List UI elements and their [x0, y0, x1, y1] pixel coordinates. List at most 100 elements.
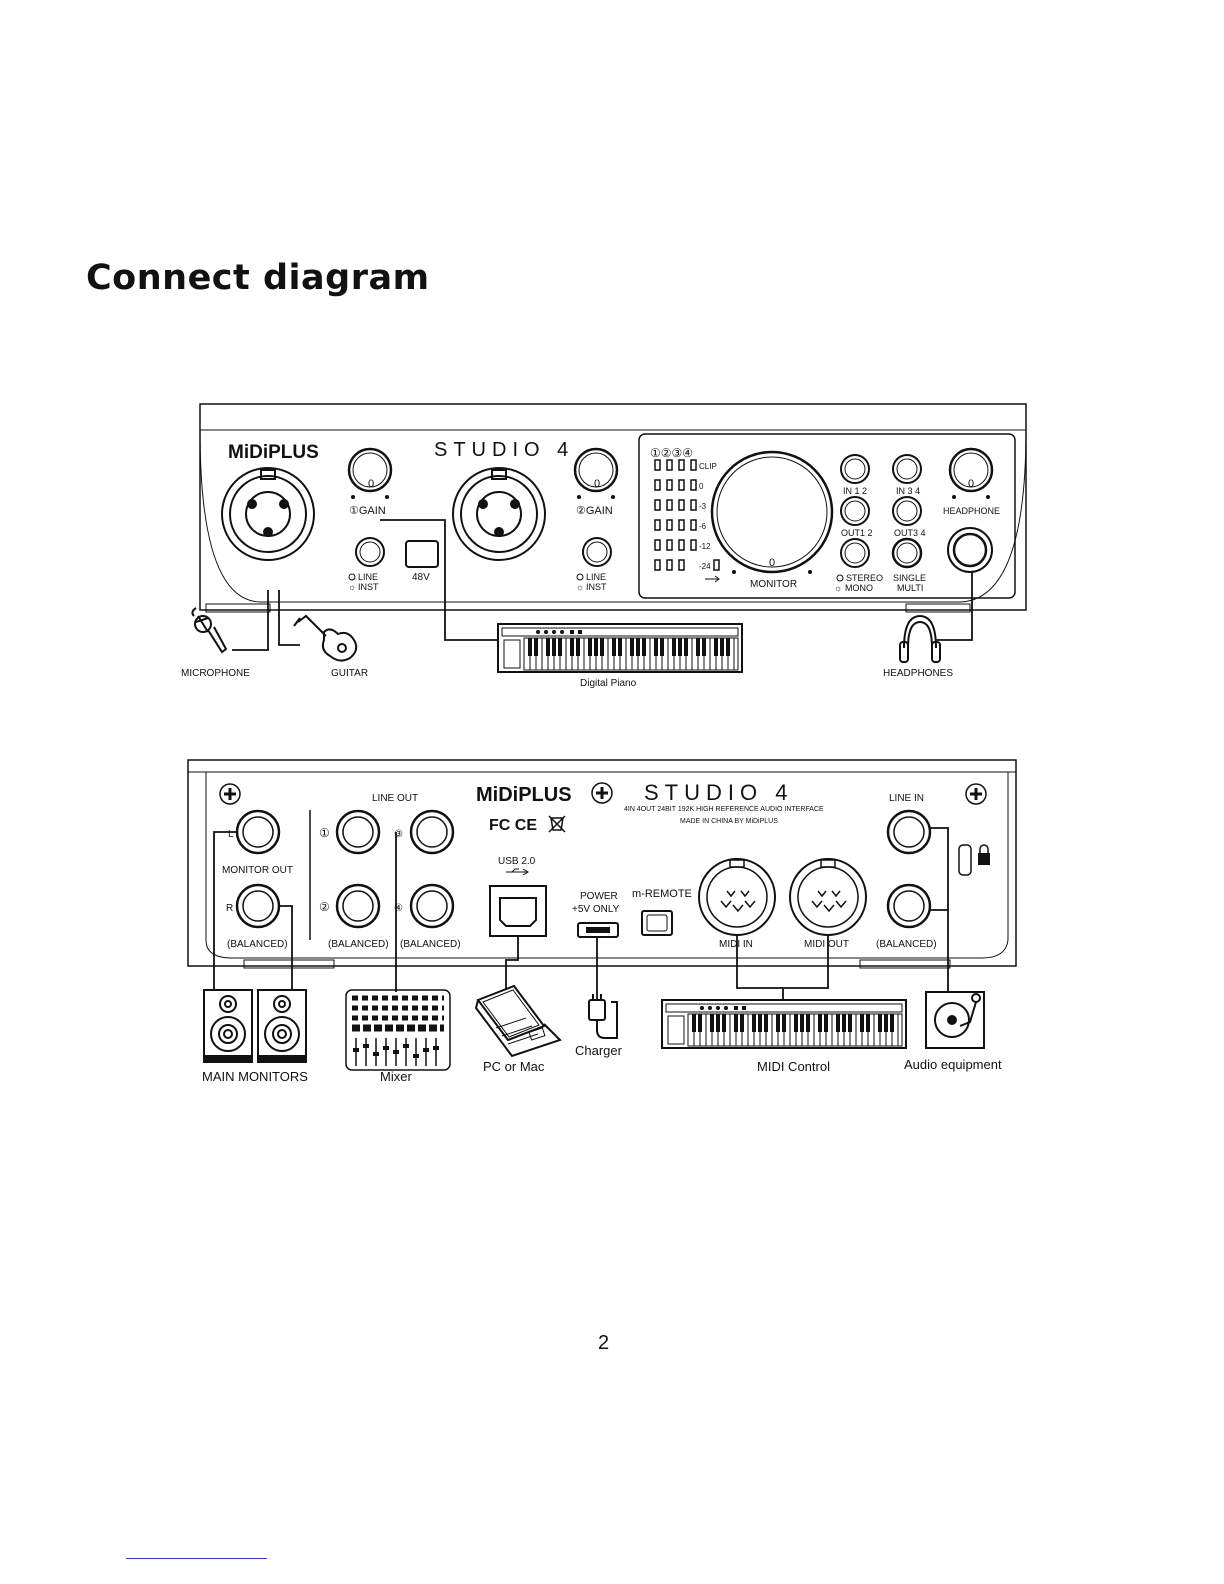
certification-marks: FC CE [489, 817, 537, 834]
line-out-ch1-label: ① [319, 826, 330, 840]
headphones-label: HEADPHONES [883, 668, 953, 679]
spec-line: 4IN 4OUT 24BIT 192K HIGH REFERENCE AUDIO… [624, 806, 824, 813]
single-label: SINGLE [893, 573, 926, 583]
out34-button[interactable] [892, 496, 922, 526]
monitor-r-label: R [226, 903, 233, 914]
product-name-rear: STUDIO 4 [644, 780, 793, 805]
stereo-led-icon [836, 574, 844, 582]
line-out-4-jack[interactable] [409, 883, 455, 929]
in12-button[interactable] [840, 454, 870, 484]
monitor-knob-value: 0 [769, 557, 775, 569]
gain-label-2: ②GAIN [576, 505, 613, 517]
combo-input-1[interactable] [221, 467, 315, 561]
power-sub-label: +5V ONLY [572, 904, 620, 915]
headphones-icon [899, 614, 941, 663]
usb-label: USB 2.0 [498, 856, 536, 867]
headphone-jack[interactable] [947, 527, 993, 573]
monitor-label: MONITOR [750, 579, 797, 590]
line-label-2: LINE [586, 572, 606, 582]
speaker-right-icon [257, 989, 307, 1063]
microphone-label: MICROPHONE [181, 668, 250, 679]
gain-label-1: ①GAIN [349, 505, 386, 517]
midi-control-label: MIDI Control [757, 1059, 830, 1074]
monitor-out-l-jack[interactable] [235, 809, 281, 855]
mono-label: MONO [845, 583, 873, 593]
in34-label: IN 3 4 [896, 486, 920, 496]
mixer-icon [345, 989, 451, 1071]
screw-icon [591, 782, 613, 804]
line-in-1-jack[interactable] [886, 809, 932, 855]
inst-label-1: INST [358, 582, 379, 592]
meter-label-6: -6 [699, 522, 707, 531]
line-in-label: LINE IN [889, 793, 924, 804]
single-multi-button[interactable] [891, 537, 923, 569]
line-out-ch2-label: ② [319, 900, 330, 914]
out12-button[interactable] [840, 496, 870, 526]
balanced-label-in: (BALANCED) [876, 939, 937, 950]
charger-label: Charger [575, 1043, 623, 1058]
usb-port[interactable] [489, 885, 547, 937]
mixer-label: Mixer [380, 1069, 412, 1084]
midi-in-port[interactable] [698, 858, 776, 936]
line-inst-button-2[interactable] [582, 537, 612, 567]
line-inst-button-1[interactable] [355, 537, 385, 567]
page-title: Connect diagram [86, 258, 430, 298]
midi-out-port[interactable] [789, 858, 867, 936]
gain-knob-1[interactable] [347, 447, 393, 501]
line-in-2-jack[interactable] [886, 883, 932, 929]
channel-numbers: ①②③④ [650, 446, 693, 460]
monitor-l-label: L [228, 829, 234, 840]
line-label-1: LINE [358, 572, 378, 582]
line-out-label: LINE OUT [372, 793, 418, 804]
meter-label-24: -24 [699, 562, 711, 571]
headphone-knob[interactable] [948, 447, 994, 501]
phantom-48v-button[interactable] [405, 540, 439, 568]
line-out-ch3-label: ③ [394, 829, 403, 840]
line-led-icon-2 [576, 573, 584, 581]
screw-icon [965, 783, 987, 805]
audio-equipment-label: Audio equipment [904, 1057, 1002, 1072]
meter-label-12: -12 [699, 542, 711, 551]
gain-knob-2[interactable] [573, 447, 619, 501]
power-label: POWER [580, 891, 618, 902]
line-out-3-jack[interactable] [409, 809, 455, 855]
m-remote-label: m-REMOTE [632, 888, 692, 900]
laptop-icon [474, 984, 562, 1058]
speaker-left-icon [203, 989, 253, 1063]
power-port[interactable] [577, 922, 619, 938]
meter-label-clip: CLIP [699, 462, 717, 471]
combo-input-2[interactable] [452, 467, 546, 561]
turntable-icon [925, 991, 985, 1049]
screw-icon [219, 783, 241, 805]
brand-logo-front: MiDiPLUS [228, 442, 319, 463]
sun-icon-2: ☼ [576, 582, 584, 592]
digital-piano-label: Digital Piano [580, 678, 637, 689]
sun-icon: ☼ [348, 582, 356, 592]
balanced-label-out34: (BALANCED) [400, 939, 461, 950]
microphone-icon [191, 607, 228, 654]
monitor-out-r-jack[interactable] [235, 883, 281, 929]
in34-button[interactable] [892, 454, 922, 484]
rear-panel: MiDiPLUS STUDIO 4 4IN 4OUT 24BIT 192K HI… [187, 759, 1017, 969]
guitar-label: GUITAR [331, 668, 368, 679]
line-out-1-jack[interactable] [335, 809, 381, 855]
page-number: 2 [598, 1332, 610, 1354]
level-meters: CLIP 0 -3 -6 -12 -24 [654, 459, 720, 583]
mono-sun-icon: ☼ [834, 583, 842, 593]
monitor-knob[interactable] [710, 450, 834, 574]
usb-icon [705, 575, 720, 583]
line-out-ch4-label: ④ [394, 903, 403, 914]
line-out-2-jack[interactable] [335, 883, 381, 929]
midi-out-label: MIDI OUT [804, 939, 849, 950]
meter-label-3: -3 [699, 502, 707, 511]
inst-label-2: INST [586, 582, 607, 592]
out12-label: OUT1 2 [841, 528, 873, 538]
stereo-label: STEREO [846, 573, 883, 583]
usb-symbol-icon [506, 868, 529, 876]
out34-label: OUT3 4 [894, 528, 926, 538]
m-remote-button[interactable] [641, 910, 673, 936]
stereo-mono-button[interactable] [840, 538, 870, 568]
footer-rule [126, 1558, 267, 1559]
gain-knob-1-value: 0 [368, 478, 374, 490]
